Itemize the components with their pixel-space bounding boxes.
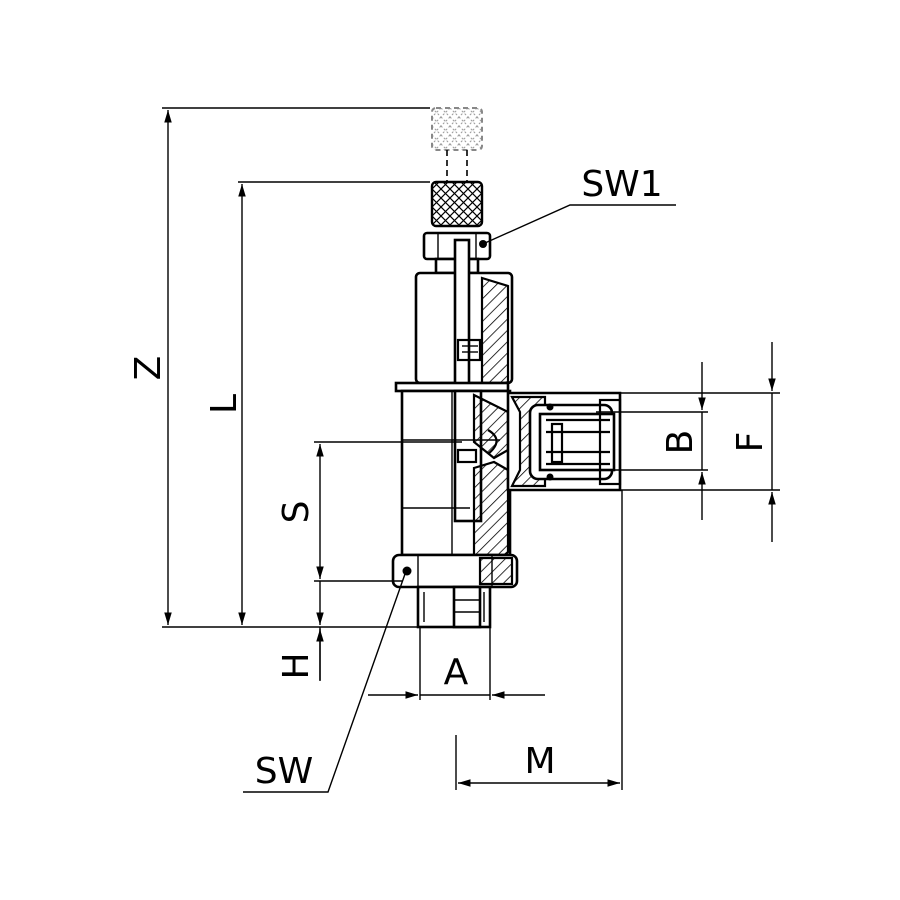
lower-body — [400, 389, 512, 570]
label-b: B — [660, 430, 701, 455]
label-a: A — [444, 652, 469, 693]
upper-body — [414, 238, 514, 402]
extension-lines — [162, 107, 780, 790]
push-in-connector — [487, 391, 622, 492]
knurled-knob — [430, 180, 484, 228]
hex-nut-sw — [391, 553, 519, 589]
knob-extended-ghost — [431, 107, 483, 182]
label-f: F — [730, 432, 771, 453]
dimension-lines — [164, 110, 776, 787]
bottom-thread — [416, 585, 492, 629]
label-z: Z — [128, 356, 169, 381]
leader-lines — [243, 204, 676, 793]
label-sw: SW — [255, 751, 313, 792]
label-l: L — [204, 394, 245, 414]
label-sw1: SW1 — [581, 164, 662, 205]
label-s: S — [276, 501, 317, 524]
label-h: H — [276, 652, 317, 679]
label-m: M — [524, 741, 555, 782]
